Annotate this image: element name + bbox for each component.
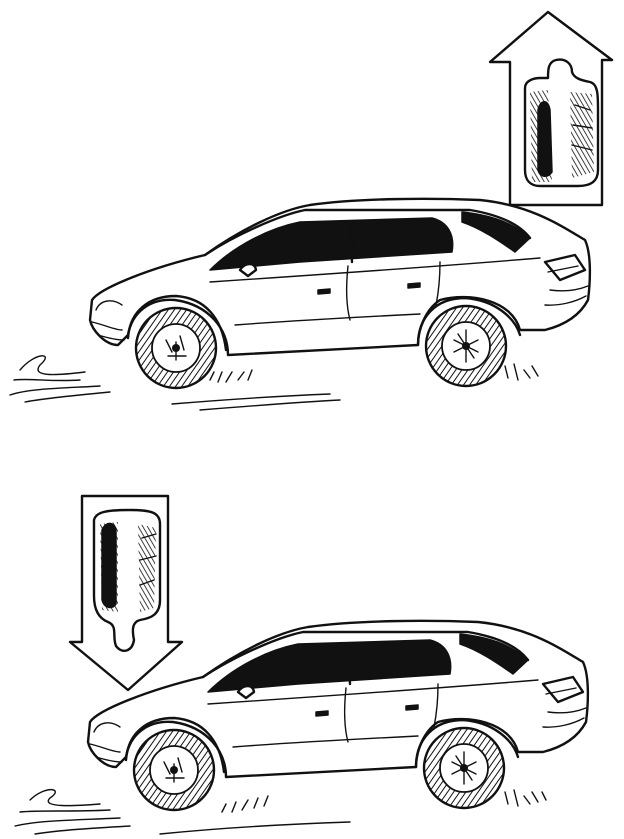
panel-top <box>10 12 612 410</box>
arrow-up-icon <box>490 12 612 205</box>
arrow-down-icon <box>70 496 182 690</box>
panel-bottom <box>15 496 588 834</box>
car-sketch <box>90 199 590 388</box>
